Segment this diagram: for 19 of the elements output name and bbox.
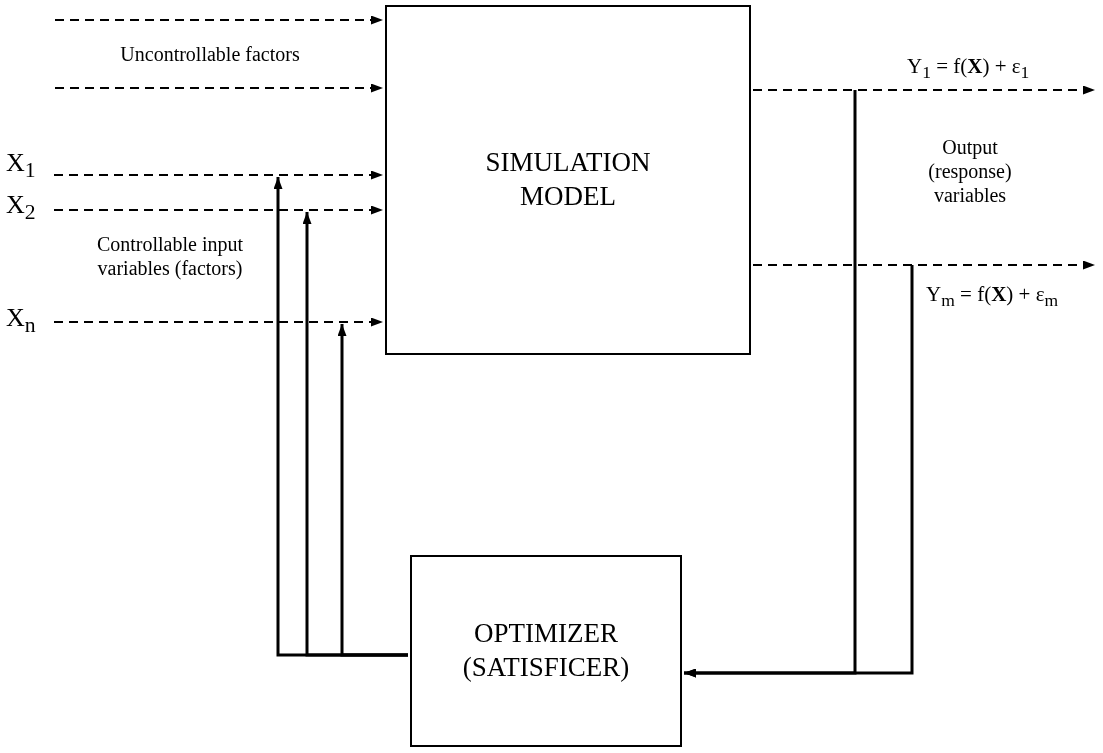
dashed-arrow	[55, 83, 383, 93]
text-label: Controllable input variables (factors)	[95, 232, 245, 280]
text-label: Uncontrollable factors	[119, 42, 301, 66]
variable-label: X$_{2}$	[6, 192, 52, 236]
process-box	[385, 5, 751, 355]
box-label: OPTIMIZER (SATISFICER)	[461, 617, 631, 684]
variable-label: X$_{n}$	[6, 305, 52, 349]
variable-label: X$_{1}$	[6, 150, 52, 194]
process-box	[410, 555, 682, 747]
dashed-arrow	[54, 317, 383, 327]
dashed-arrow	[753, 260, 1095, 270]
dashed-arrow	[54, 170, 383, 180]
dashed-arrow	[55, 15, 383, 25]
dashed-arrow	[753, 85, 1095, 95]
arrow	[337, 324, 408, 657]
dashed-arrow	[54, 205, 383, 215]
box-label: SIMULATION MODEL	[484, 146, 652, 213]
text-label: Output (response) variables	[927, 135, 1013, 207]
arrow	[684, 265, 914, 678]
